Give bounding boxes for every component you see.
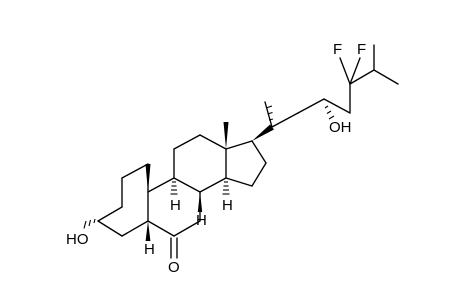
bond-c25-c26 bbox=[349, 69, 375, 85]
bond-c13-c17 bbox=[225, 140, 253, 150]
hydrogen-label-c5: H bbox=[144, 241, 155, 258]
wedge-c8-h bbox=[197, 192, 203, 212]
hash-c3-oh bbox=[83, 218, 96, 229]
hash-c23-oh bbox=[324, 105, 335, 120]
bond-c7-c6 bbox=[173, 220, 201, 237]
bond-c4-c5 bbox=[121, 220, 149, 237]
bond-c20-c21 bbox=[264, 101, 273, 128]
ring-c bbox=[173, 134, 227, 193]
ketone-oxygen-label: O bbox=[168, 259, 180, 276]
wedge-c17-c20 bbox=[252, 124, 274, 141]
bond-c26-c27 bbox=[373, 69, 399, 85]
wedge-c5-h bbox=[145, 221, 151, 241]
bond-c16-c15 bbox=[251, 162, 267, 187]
ring-d bbox=[225, 140, 267, 187]
fluorine-label-2: F bbox=[357, 41, 366, 58]
bond-c3-c4 bbox=[97, 220, 123, 237]
hydrogen-label-c8: H bbox=[196, 212, 207, 229]
ring-a bbox=[97, 163, 149, 237]
bond-c17-c16 bbox=[251, 140, 267, 164]
bond-c10-c9 bbox=[147, 177, 175, 193]
bond-c25-f2 bbox=[349, 57, 361, 85]
bond-c14-c8 bbox=[199, 177, 227, 193]
hash-c14-h bbox=[222, 181, 230, 195]
hash-c9-h bbox=[170, 181, 178, 195]
fluorine-label-1: F bbox=[333, 41, 342, 58]
bond-c6-c5 bbox=[147, 220, 175, 237]
bond-c15-c14 bbox=[225, 177, 253, 187]
hash-c20-c21 bbox=[265, 105, 274, 121]
hydroxyl-label-c3: HO bbox=[66, 231, 89, 248]
atom-labels: HO O OH F F H H H H bbox=[66, 41, 366, 276]
bond-c23-c24 bbox=[323, 98, 351, 114]
bond-c11-c12 bbox=[173, 134, 201, 150]
bond-c1-c10 bbox=[121, 163, 149, 179]
wedge-c18-methyl bbox=[223, 122, 229, 149]
hydrogen-label-c14: H bbox=[222, 197, 233, 214]
hydroxyl-label-c23: OH bbox=[329, 119, 352, 136]
side-chain bbox=[264, 44, 399, 128]
bond-c25-f1 bbox=[339, 57, 351, 85]
bond-c20-c22 bbox=[271, 112, 299, 128]
bond-c9-c8 bbox=[173, 177, 201, 193]
bond-c22-c23 bbox=[297, 98, 325, 114]
stereo-bonds bbox=[83, 105, 335, 241]
bond-c12-c13 bbox=[199, 134, 227, 150]
hydrogen-label-c9: H bbox=[170, 197, 181, 214]
wedge-c19-methyl bbox=[145, 164, 151, 192]
bond-c2-c3 bbox=[97, 206, 123, 222]
